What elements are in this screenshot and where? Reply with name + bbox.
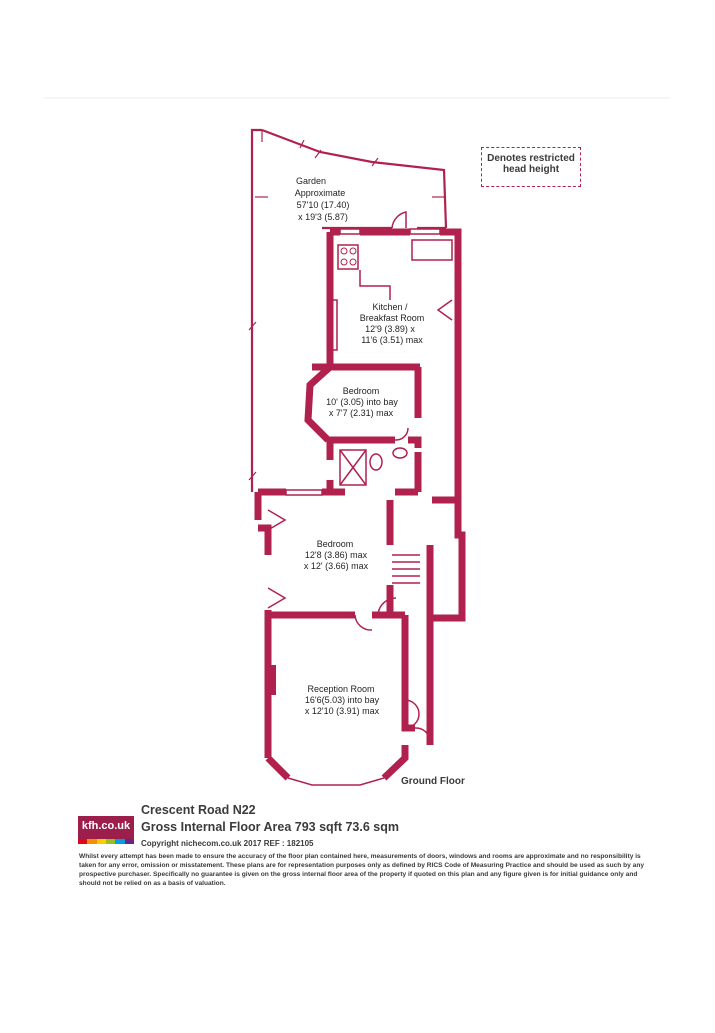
hob	[340, 247, 357, 266]
property-address: Crescent Road N22	[141, 803, 256, 817]
logo-stripe-segment	[78, 839, 88, 844]
legend-line-1: Denotes restricted	[487, 153, 575, 164]
floor-label: Ground Floor	[401, 776, 465, 787]
logo-stripe-segment	[96, 839, 106, 844]
reception-label-2: 16'6(5.03) into bay	[305, 695, 380, 705]
bedroom1-label-2: 10' (3.05) into bay	[326, 397, 398, 407]
bedroom2-label-1: Bedroom	[317, 539, 354, 549]
bedroom1-label-3: x 7'7 (2.31) max	[329, 408, 394, 418]
legend-line-2: head height	[502, 164, 560, 175]
logo-stripe-segment	[124, 839, 134, 844]
inner-outlines	[267, 211, 453, 786]
kfh-logo: kfh.co.uk	[78, 816, 134, 844]
garden-label-1: Garden	[296, 176, 326, 186]
disclaimer: Whilst every attempt has been made to en…	[79, 853, 645, 887]
logo-stripe	[78, 839, 134, 844]
floor-area: Gross Internal Floor Area 793 sqft 73.6 …	[141, 820, 399, 834]
fireplace	[268, 665, 276, 695]
boundary-ticks	[248, 139, 379, 481]
kitchen-label-4: 11'6 (3.51) max	[361, 335, 423, 345]
copyright: Copyright nichecom.co.uk 2017 REF : 1821…	[141, 839, 314, 848]
garden-label-3: 57'10 (17.40)	[297, 200, 350, 210]
garden-boundary	[250, 128, 448, 492]
logo-stripe-segment	[87, 839, 97, 844]
kitchen-label-3: 12'9 (3.89) x	[365, 324, 415, 334]
bedroom2-label-2: 12'8 (3.86) max	[305, 550, 368, 560]
restricted-height-legend: Denotes restricted head height	[481, 147, 581, 187]
logo-text: kfh.co.uk	[81, 820, 131, 832]
reception-label-1: Reception Room	[307, 684, 374, 694]
garden-label-2: Approximate	[295, 188, 346, 198]
logo-stripe-segment	[115, 839, 125, 844]
bedroom1-label-1: Bedroom	[343, 386, 380, 396]
garden-label-4: x 19'3 (5.87)	[298, 212, 348, 222]
kitchen-label-2: Breakfast Room	[360, 313, 425, 323]
walls	[254, 228, 466, 781]
bedroom2-label-3: x 12' (3.66) max	[304, 561, 369, 571]
reception-label-3: x 12'10 (3.91) max	[305, 706, 380, 716]
kitchen-label-1: Kitchen /	[372, 302, 408, 312]
logo-stripe-segment	[105, 839, 116, 844]
